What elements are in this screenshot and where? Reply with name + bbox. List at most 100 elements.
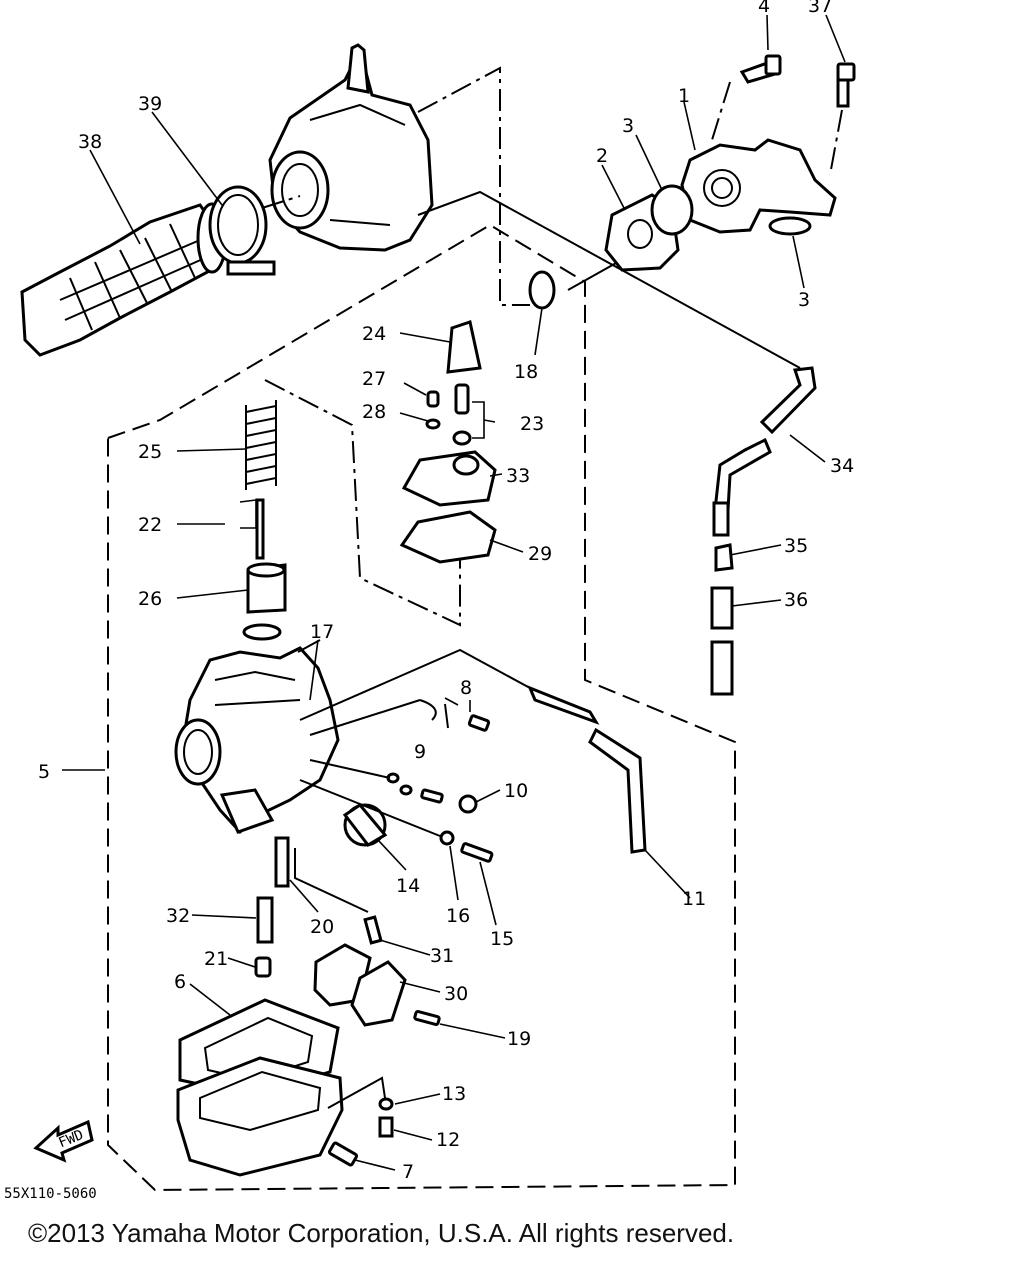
callout-15: 15 bbox=[490, 928, 514, 950]
callout-3b: 3 bbox=[798, 289, 810, 311]
top-cover bbox=[401, 450, 497, 507]
o-ring-small bbox=[528, 270, 556, 310]
mixing-chamber-cap bbox=[342, 803, 388, 847]
hose-clamp bbox=[208, 185, 276, 276]
carburetor-body bbox=[174, 646, 340, 835]
hose-pipe bbox=[710, 640, 734, 696]
callout-38: 38 bbox=[78, 131, 102, 153]
fuel-hose bbox=[759, 366, 817, 435]
callout-8: 8 bbox=[460, 677, 472, 699]
carburetor-upper-body bbox=[268, 43, 434, 252]
fwd-arrow: FWD bbox=[33, 1119, 94, 1163]
callout-28: 28 bbox=[362, 401, 386, 423]
guide-line bbox=[309, 759, 391, 779]
fuel-hose bbox=[713, 437, 772, 512]
callout-21: 21 bbox=[204, 948, 228, 970]
assembly-boundary bbox=[107, 223, 736, 1192]
callout-16: 16 bbox=[446, 905, 470, 927]
guide-line bbox=[297, 639, 321, 653]
guide-line bbox=[261, 195, 301, 209]
callout-34: 34 bbox=[830, 455, 854, 477]
callout-27: 27 bbox=[362, 368, 386, 390]
drain-bolt bbox=[327, 1141, 359, 1167]
callout-19: 19 bbox=[507, 1028, 531, 1050]
main-jet bbox=[256, 896, 274, 944]
throttle-spring bbox=[245, 400, 277, 490]
callout-labels: 1 2 3 3 4 5 6 7 8 9 10 11 12 13 14 15 16… bbox=[38, 0, 854, 1183]
callout-36: 36 bbox=[784, 589, 808, 611]
callout-20: 20 bbox=[310, 916, 334, 938]
callout-25: 25 bbox=[138, 441, 162, 463]
drain-screw bbox=[378, 1116, 394, 1138]
guide-line bbox=[711, 81, 731, 141]
callout-18: 18 bbox=[514, 361, 538, 383]
bolt bbox=[836, 62, 856, 108]
throttle-stop-screw bbox=[452, 383, 472, 446]
jet-holder bbox=[254, 956, 272, 978]
callout-22: 22 bbox=[138, 514, 162, 536]
needle-jet bbox=[274, 836, 290, 888]
vent-hose bbox=[527, 685, 600, 725]
idle-screw-set bbox=[419, 699, 491, 732]
callout-32: 32 bbox=[166, 905, 190, 927]
screw bbox=[460, 842, 494, 863]
guide-line bbox=[829, 109, 843, 176]
guide-line bbox=[299, 779, 441, 837]
guide-line bbox=[294, 848, 369, 913]
callout-3: 3 bbox=[622, 115, 634, 137]
float-bowl bbox=[176, 1056, 344, 1177]
callout-9: 9 bbox=[414, 741, 426, 763]
drain-plug bbox=[458, 794, 478, 814]
jet-needle bbox=[255, 498, 265, 560]
callout-10: 10 bbox=[504, 780, 528, 802]
callout-5: 5 bbox=[38, 761, 50, 783]
callout-12: 12 bbox=[436, 1129, 460, 1151]
callout-33: 33 bbox=[506, 465, 530, 487]
float bbox=[313, 943, 407, 1027]
carburetor-exploded-diagram: FWD 55X110-5060 bbox=[4, 0, 856, 1200]
callout-17: 17 bbox=[310, 621, 334, 643]
callout-29: 29 bbox=[528, 543, 552, 565]
intake-manifold bbox=[680, 138, 837, 234]
washer bbox=[425, 418, 441, 430]
callout-7: 7 bbox=[402, 1161, 414, 1183]
screw bbox=[426, 390, 440, 408]
bolt bbox=[739, 54, 782, 84]
guide-line bbox=[264, 379, 461, 627]
hose-fitting bbox=[712, 501, 730, 537]
guide-line bbox=[417, 190, 801, 369]
guide-line bbox=[327, 1076, 386, 1109]
callout-13: 13 bbox=[442, 1083, 466, 1105]
slide-washer bbox=[242, 623, 282, 641]
top-cover-gasket bbox=[399, 510, 497, 564]
float-pin bbox=[413, 1009, 441, 1027]
callout-39: 39 bbox=[138, 93, 162, 115]
callout-1: 1 bbox=[678, 85, 690, 107]
callout-31: 31 bbox=[430, 945, 454, 967]
o-ring bbox=[768, 216, 812, 236]
air-filter-boot bbox=[20, 202, 228, 357]
throttle-slide bbox=[246, 562, 287, 614]
vent-hose bbox=[588, 727, 647, 854]
rubber-cap bbox=[446, 320, 482, 374]
callout-24: 24 bbox=[362, 323, 386, 345]
callout-4: 4 bbox=[758, 0, 770, 17]
pilot-screw-set bbox=[386, 772, 444, 804]
callout-14: 14 bbox=[396, 875, 420, 897]
drain-washer bbox=[378, 1097, 394, 1111]
guide-line bbox=[299, 648, 531, 721]
callout-35: 35 bbox=[784, 535, 808, 557]
hose-joint bbox=[714, 543, 734, 572]
pilot-jet bbox=[363, 915, 383, 945]
callout-2: 2 bbox=[596, 145, 608, 167]
callout-30: 30 bbox=[444, 983, 468, 1005]
guide-line bbox=[309, 699, 421, 736]
guide-line bbox=[417, 66, 530, 306]
callout-37: 37 bbox=[808, 0, 832, 17]
o-ring bbox=[650, 184, 694, 236]
callout-23: 23 bbox=[520, 413, 544, 435]
copyright-notice: ©2013 Yamaha Motor Corporation, U.S.A. A… bbox=[28, 1218, 735, 1248]
callout-6: 6 bbox=[174, 971, 186, 993]
callout-11: 11 bbox=[682, 888, 706, 910]
spring bbox=[439, 830, 455, 846]
